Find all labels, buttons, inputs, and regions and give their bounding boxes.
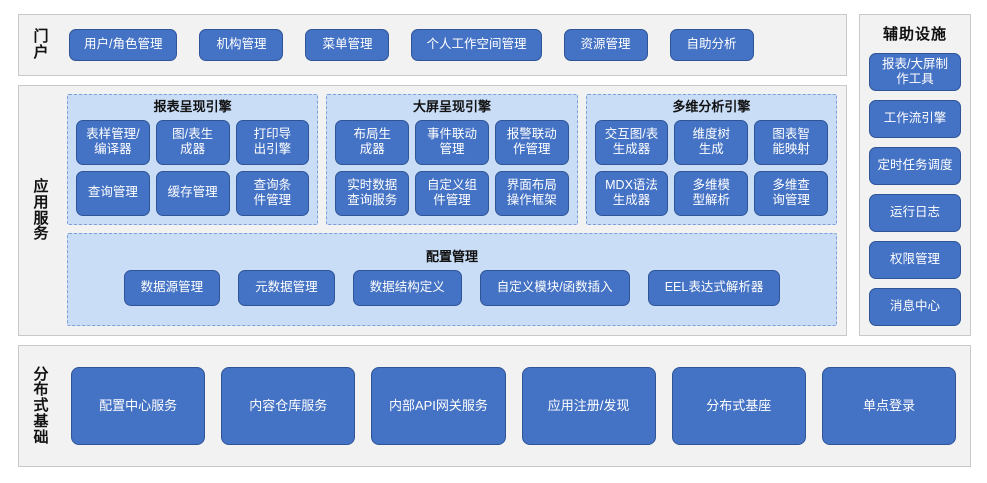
portal-item-user-role-management[interactable]: 用户/角色管理 [69, 29, 178, 61]
config-item-eel-expression-parser[interactable]: EEL表达式解析器 [647, 269, 781, 306]
engine-grid-large-screen-rendering: 布局生 成器 事件联动 管理 报警联动 作管理 实时数据 查询服务 自定义组 件… [335, 119, 569, 216]
config-item-data-structure-definition[interactable]: 数据结构定义 [352, 269, 462, 306]
foundation-item-internal-api-gateway-service[interactable]: 内部API网关服务 [371, 367, 506, 445]
portal-item-organization-management[interactable]: 机构管理 [199, 29, 284, 61]
olap-item-interactive-chart-table-generator[interactable]: 交互图/表 生成器 [594, 119, 669, 165]
olap-item-chart-smart-mapping[interactable]: 图表智 能映射 [754, 119, 828, 165]
engine-title-report-rendering: 报表呈现引擎 [153, 99, 232, 114]
portal-item-menu-management[interactable]: 菜单管理 [305, 29, 390, 61]
distributed-foundation-items: 配置中心服务 内容仓库服务 内部API网关服务 应用注册/发现 分布式基座 单点… [63, 346, 970, 466]
distributed-foundation-label: 分布式基础 [19, 346, 63, 466]
distributed-foundation-panel: 分布式基础 配置中心服务 内容仓库服务 内部API网关服务 应用注册/发现 分布… [18, 345, 971, 467]
olap-item-multidimensional-query-management[interactable]: 多维查 询管理 [754, 170, 828, 216]
olap-item-mdx-syntax-generator[interactable]: MDX语法 生成器 [594, 170, 669, 216]
config-management-group: 配置管理 数据源管理 元数据管理 数据结构定义 自定义模块/函数插入 EEL表达… [67, 232, 837, 326]
application-services-panel: 应用服务 报表呈现引擎 表样管理/ 编译器 图/表生 成器 打印导 出引擎 查询… [18, 85, 847, 336]
olap-item-dimension-tree-generation[interactable]: 维度树 生成 [674, 119, 749, 165]
report-item-query-condition-management[interactable]: 查询条 件管理 [235, 170, 310, 216]
report-item-cache-management[interactable]: 缓存管理 [155, 170, 230, 216]
screen-item-layout-generator[interactable]: 布局生 成器 [335, 119, 410, 165]
engine-title-large-screen-rendering: 大屏呈现引擎 [412, 99, 491, 114]
report-item-template-management-compiler[interactable]: 表样管理/ 编译器 [76, 119, 150, 165]
olap-item-multidimensional-model-parsing[interactable]: 多维模 型解析 [674, 170, 749, 216]
aux-item-runtime-logs[interactable]: 运行日志 [869, 194, 961, 232]
portal-panel: 门户 用户/角色管理 机构管理 菜单管理 个人工作空间管理 资源管理 自助分析 [18, 14, 847, 76]
report-item-print-export-engine[interactable]: 打印导 出引擎 [235, 119, 310, 165]
foundation-item-config-center-service[interactable]: 配置中心服务 [71, 367, 206, 445]
config-item-metadata-management[interactable]: 元数据管理 [238, 269, 335, 306]
foundation-item-app-registration-discovery[interactable]: 应用注册/发现 [521, 367, 656, 445]
top-zone: 门户 用户/角色管理 机构管理 菜单管理 个人工作空间管理 资源管理 自助分析 … [18, 14, 971, 336]
portal-item-personal-workspace-management[interactable]: 个人工作空间管理 [411, 29, 542, 61]
engine-title-multidimensional-analysis: 多维分析引擎 [672, 99, 751, 114]
application-services-body: 报表呈现引擎 表样管理/ 编译器 图/表生 成器 打印导 出引擎 查询管理 缓存… [63, 86, 846, 335]
engine-grid-multidimensional-analysis: 交互图/表 生成器 维度树 生成 图表智 能映射 MDX语法 生成器 多维模 型… [594, 119, 828, 216]
report-item-chart-table-generator[interactable]: 图/表生 成器 [155, 119, 230, 165]
aux-item-report-screen-authoring-tool[interactable]: 报表/大屏制 作工具 [869, 53, 961, 91]
aux-item-permission-management[interactable]: 权限管理 [869, 241, 961, 279]
foundation-item-content-repository-service[interactable]: 内容仓库服务 [221, 367, 356, 445]
portal-items: 用户/角色管理 机构管理 菜单管理 个人工作空间管理 资源管理 自助分析 [63, 15, 846, 75]
auxiliary-facilities-panel: 辅助设施 报表/大屏制 作工具 工作流引擎 定时任务调度 运行日志 权限管理 消… [859, 14, 971, 336]
report-item-query-management[interactable]: 查询管理 [76, 170, 150, 216]
left-stack: 门户 用户/角色管理 机构管理 菜单管理 个人工作空间管理 资源管理 自助分析 … [18, 14, 847, 336]
aux-item-message-center[interactable]: 消息中心 [869, 288, 961, 326]
application-services-label: 应用服务 [19, 86, 63, 335]
engine-group-multidimensional-analysis: 多维分析引擎 交互图/表 生成器 维度树 生成 图表智 能映射 MDX语法 生成… [585, 94, 837, 225]
config-management-items: 数据源管理 元数据管理 数据结构定义 自定义模块/函数插入 EEL表达式解析器 [76, 269, 828, 306]
screen-item-event-linkage-management[interactable]: 事件联动 管理 [415, 119, 489, 165]
aux-item-workflow-engine[interactable]: 工作流引擎 [869, 100, 961, 138]
portal-label: 门户 [19, 15, 63, 75]
application-services-label-text: 应用服务 [33, 178, 49, 243]
engines-row: 报表呈现引擎 表样管理/ 编译器 图/表生 成器 打印导 出引擎 查询管理 缓存… [67, 94, 837, 225]
screen-item-alarm-linkage-action-management[interactable]: 报警联动 作管理 [494, 119, 569, 165]
engine-group-report-rendering: 报表呈现引擎 表样管理/ 编译器 图/表生 成器 打印导 出引擎 查询管理 缓存… [67, 94, 319, 225]
screen-item-ui-layout-operation-framework[interactable]: 界面布局 操作框架 [494, 170, 569, 216]
config-item-datasource-management[interactable]: 数据源管理 [123, 269, 221, 306]
auxiliary-facilities-title: 辅助设施 [882, 26, 947, 43]
portal-label-text: 门户 [33, 28, 49, 61]
config-management-title: 配置管理 [425, 249, 478, 264]
foundation-item-single-sign-on[interactable]: 单点登录 [821, 367, 957, 445]
config-item-custom-module-function-insert[interactable]: 自定义模块/函数插入 [479, 269, 630, 306]
engine-group-large-screen-rendering: 大屏呈现引擎 布局生 成器 事件联动 管理 报警联动 作管理 实时数据 查询服务… [326, 94, 578, 225]
portal-item-self-service-analysis[interactable]: 自助分析 [669, 29, 754, 61]
foundation-item-distributed-base[interactable]: 分布式基座 [671, 367, 806, 445]
screen-item-custom-component-management[interactable]: 自定义组 件管理 [415, 170, 489, 216]
portal-item-resource-management[interactable]: 资源管理 [563, 29, 648, 61]
auxiliary-facilities-list: 报表/大屏制 作工具 工作流引擎 定时任务调度 运行日志 权限管理 消息中心 [869, 53, 961, 326]
screen-item-realtime-data-query-service[interactable]: 实时数据 查询服务 [335, 170, 410, 216]
distributed-foundation-label-text: 分布式基础 [33, 365, 49, 446]
aux-item-scheduled-task-scheduling[interactable]: 定时任务调度 [869, 147, 961, 185]
engine-grid-report-rendering: 表样管理/ 编译器 图/表生 成器 打印导 出引擎 查询管理 缓存管理 查询条 … [76, 119, 310, 216]
